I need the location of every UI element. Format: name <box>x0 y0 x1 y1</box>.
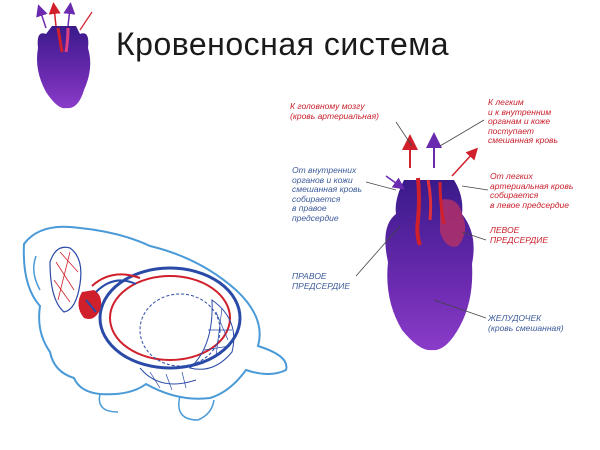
lung-network <box>49 246 82 313</box>
label-to-brain: К головному мозгу (кровь артериальная) <box>290 101 379 121</box>
heart-diagram <box>355 119 489 351</box>
frog-outline <box>22 225 288 400</box>
label-from-organs: От внутренних органов и кожи смешанная к… <box>292 165 362 223</box>
label-from-lungs: От легких артериальная кровь собирается … <box>490 171 574 210</box>
label-to-lungs: К легким и к внутренним органам и коже п… <box>488 97 558 145</box>
label-right-atrium: ПРАВОЕ ПРЕДСЕРДИЕ <box>292 271 351 291</box>
label-left-atrium: ЛЕВОЕ ПРЕДСЕРДИЕ <box>490 225 549 245</box>
page-title: Кровеносная система <box>116 26 450 62</box>
frog-circulation-illustration <box>22 225 288 421</box>
small-heart-icon <box>36 2 93 109</box>
label-ventricle: ЖЕЛУДОЧЕК (кровь смешанная) <box>488 313 564 333</box>
body-circulation-loop <box>98 266 242 370</box>
